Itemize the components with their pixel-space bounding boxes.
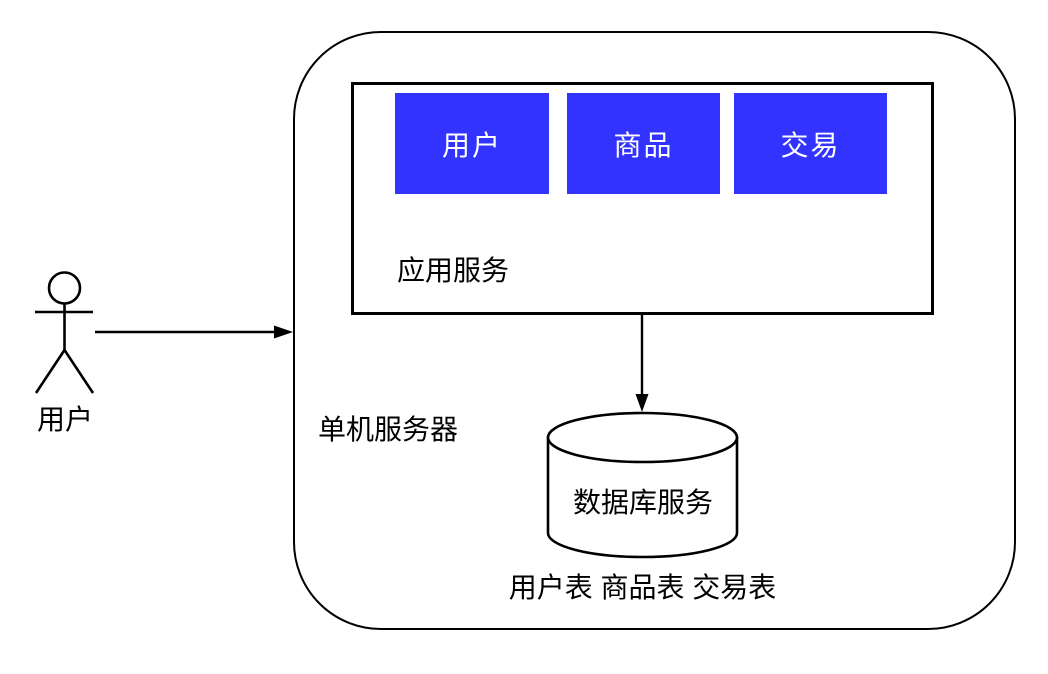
tables-label: 用户表 商品表 交易表 [508, 572, 777, 603]
module-trade-label: 交易 [780, 129, 841, 161]
actor-label: 用户 [36, 404, 93, 435]
database-label: 数据库服务 [572, 487, 713, 518]
actor-icon [34, 271, 95, 394]
module-product: 商品 [567, 93, 720, 194]
app-service-label: 应用服务 [397, 255, 510, 286]
module-product-label: 商品 [613, 129, 674, 161]
module-trade: 交易 [734, 93, 887, 194]
module-user-label: 用户 [441, 129, 502, 161]
server-container [293, 31, 1016, 630]
module-user: 用户 [395, 93, 549, 194]
arrow-actor-to-server [95, 325, 293, 339]
server-label: 单机服务器 [318, 414, 459, 445]
